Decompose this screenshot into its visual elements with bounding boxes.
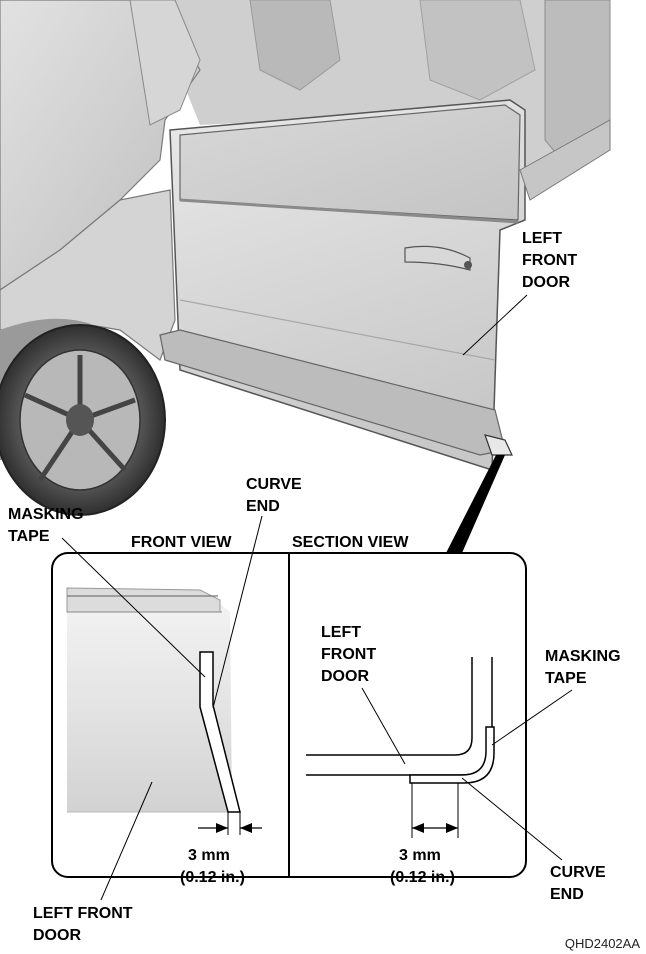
door-handle[interactable] [404, 245, 472, 271]
section-view-masking-tape [409, 726, 495, 784]
door-window-glass [179, 104, 521, 221]
seat-back [249, 0, 341, 91]
front-view-masking-leader [61, 537, 206, 678]
section-view-curve-end-label: CURVE END [550, 864, 610, 903]
section-view-curve-label-line-1: CURVE [550, 864, 606, 881]
front-view-dimension-label: 3 mm (0.12 in.) [180, 847, 245, 886]
figure-code: QHD2402AA [565, 936, 640, 951]
section-view-masking-label-line-1: MASKING [545, 648, 621, 665]
front-view-curve-label-line-2: END [246, 498, 280, 515]
section-view-door-label-line-3: DOOR [321, 668, 369, 685]
section-view-door-skin [306, 657, 473, 756]
section-view-door-label: LEFT FRONT DOOR [321, 624, 381, 685]
car-door-label: LEFT FRONT DOOR [522, 230, 582, 291]
front-view-curve-end-label: CURVE END [246, 476, 306, 515]
front-view-curve-label-line-1: CURVE [246, 476, 302, 493]
door-lower-tip [484, 434, 513, 456]
front-view-dimension-in: (0.12 in.) [180, 869, 245, 886]
section-view-dimension-mm: 3 mm [399, 847, 441, 864]
front-wheel [0, 318, 166, 516]
section-view-masking-tape-label: MASKING TAPE [545, 648, 625, 687]
car-door-label-line-1: LEFT [522, 230, 562, 247]
front-view-door-panel [67, 598, 232, 812]
front-view-door-label: LEFT FRONT DOOR [33, 905, 137, 944]
car-door-leader [462, 294, 528, 356]
car-door-label-line-2: FRONT [522, 252, 577, 269]
front-view-molding [66, 587, 221, 613]
front-view-curve-leader [212, 515, 263, 709]
section-view-masking-leader [491, 689, 573, 746]
front-view-masking-label-line-2: TAPE [8, 528, 50, 545]
section-view-door-leader [361, 687, 406, 765]
front-view-panel: FRONT VIEW 3 mm (0.12 in.) MASKING TAPE [8, 476, 306, 944]
seat-back-rear [419, 0, 536, 101]
car-illustration [0, 0, 611, 516]
windshield-pillar [129, 0, 201, 126]
front-view-door-label-line-2: DOOR [33, 927, 81, 944]
door-crease [179, 299, 496, 361]
car-door-label-line-3: DOOR [522, 274, 570, 291]
front-view-title: FRONT VIEW [131, 534, 232, 551]
door-belt-line [179, 198, 519, 224]
front-view-dimension-mm: 3 mm [188, 847, 230, 864]
front-view-masking-tape-label: MASKING TAPE [8, 506, 88, 545]
section-view-door-label-line-2: FRONT [321, 646, 376, 663]
front-view-door-leader [100, 781, 153, 901]
section-view-panel: SECTION VIEW 3 mm (0.12 in.) LEFT FRONT … [292, 534, 625, 903]
section-view-curve-leader [461, 777, 563, 861]
section-view-title: SECTION VIEW [292, 534, 409, 551]
front-view-dimension [198, 812, 262, 835]
rocker-panel [519, 119, 611, 201]
front-view-door-label-line-1: LEFT FRONT [33, 905, 133, 922]
section-view-dimension-label: 3 mm (0.12 in.) [390, 847, 455, 886]
car-door-callout: LEFT FRONT DOOR [462, 230, 582, 356]
section-view-dimension-in: (0.12 in.) [390, 869, 455, 886]
section-view-curve-label-line-2: END [550, 886, 584, 903]
section-view-dimension [411, 783, 459, 838]
section-view-door-label-line-1: LEFT [321, 624, 361, 641]
section-view-masking-label-line-2: TAPE [545, 670, 587, 687]
zoom-pointer [446, 455, 505, 553]
front-view-masking-label-line-1: MASKING [8, 506, 84, 523]
